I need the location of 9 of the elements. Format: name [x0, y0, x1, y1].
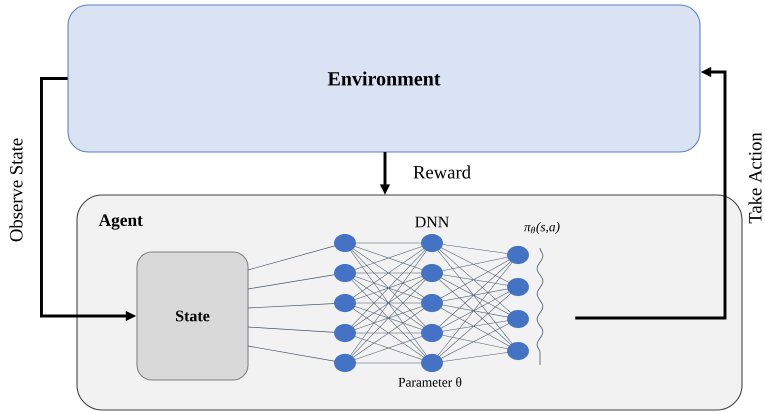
edge-label: Observe State [8, 136, 24, 244]
environment-box: Environment [67, 4, 701, 153]
policy-label: π$_{θ}$(s,a) [524, 222, 560, 234]
edge-label: Take Action [747, 130, 763, 226]
edge-label: Reward [412, 164, 472, 180]
state-box: State [136, 251, 249, 381]
network-title: DNN [415, 216, 449, 228]
agent-heading: Agent [98, 214, 143, 230]
parameter-label: Parameter θ [398, 377, 462, 387]
